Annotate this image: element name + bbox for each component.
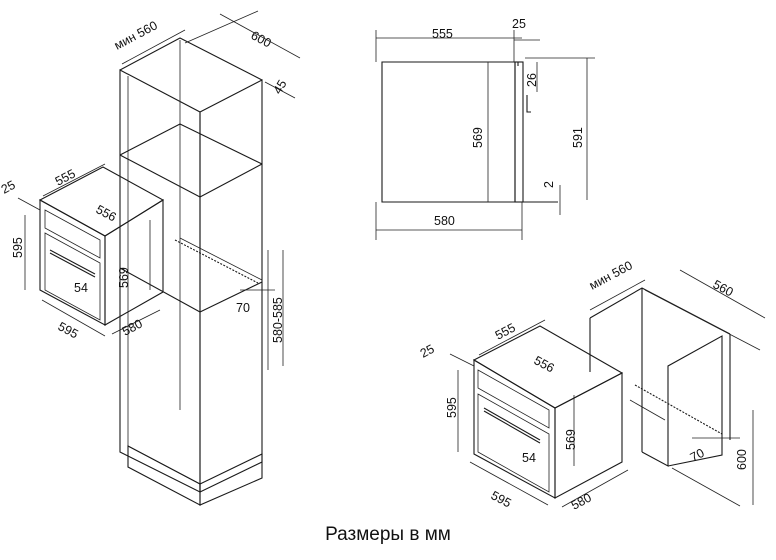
built-in-oven: [38, 166, 165, 326]
under-vent-depth-label: 70: [688, 446, 707, 465]
under-cabinet-width-label: мин 560: [587, 258, 635, 292]
under-counter-cabinet: [589, 287, 741, 507]
tall-oven-height-label: 595: [11, 237, 25, 258]
side-body-height-label: 569: [471, 127, 485, 148]
tall-door-offset-label: 25: [0, 178, 18, 197]
side-oven-outline: [381, 61, 558, 203]
tall-cabinet-view: мин 560 600 45 580-585 70 555 556 25 595…: [0, 10, 301, 506]
tall-dimension-lines: [17, 10, 301, 370]
tall-cabinet-depth-label: 600: [249, 28, 274, 50]
tall-oven-depth-inner-label: 556: [94, 202, 119, 224]
tall-back-gap-label: 45: [270, 77, 289, 96]
under-oven-inner-height-label: 569: [564, 429, 578, 450]
under-oven-depth-inner-label: 556: [532, 353, 557, 375]
side-panel-offset-label: 26: [525, 73, 539, 87]
tall-oven-width-front-label: 595: [56, 319, 81, 341]
under-niche-height-label: 600: [735, 449, 749, 470]
tall-vent-depth-label: 70: [236, 301, 250, 315]
tall-oven-width-top-label: 555: [53, 166, 78, 188]
side-total-height-label: 591: [571, 127, 585, 148]
units-caption: Размеры в мм: [325, 524, 451, 545]
under-handle-offset-label: 54: [522, 451, 536, 465]
tall-oven-inner-height-label: 569: [117, 267, 131, 288]
under-oven-height-label: 595: [445, 397, 459, 418]
under-door-offset-label: 25: [418, 342, 437, 361]
under-cabinet-depth-label: 560: [711, 277, 736, 299]
tall-niche-height-label: 580-585: [271, 297, 285, 343]
under-counter-oven: [472, 325, 624, 499]
side-door-thickness-label: 25: [512, 17, 526, 31]
side-total-depth-label: 580: [434, 214, 455, 228]
under-counter-view: мин 560 560 555 556 25 595 569 54 70 600…: [418, 258, 766, 513]
tall-cabinet: [119, 37, 263, 506]
under-counter-dimension-lines: [449, 269, 766, 508]
tall-handle-offset-label: 54: [74, 281, 88, 295]
side-dimension-lines: [375, 30, 595, 240]
under-oven-depth-label: 580: [569, 490, 594, 512]
side-top-width-label: 555: [432, 27, 453, 41]
side-view: 555 25 569 26 591 2 580: [375, 17, 595, 240]
side-bottom-offset-label: 2: [542, 181, 556, 188]
under-oven-width-front-label: 595: [489, 488, 514, 510]
